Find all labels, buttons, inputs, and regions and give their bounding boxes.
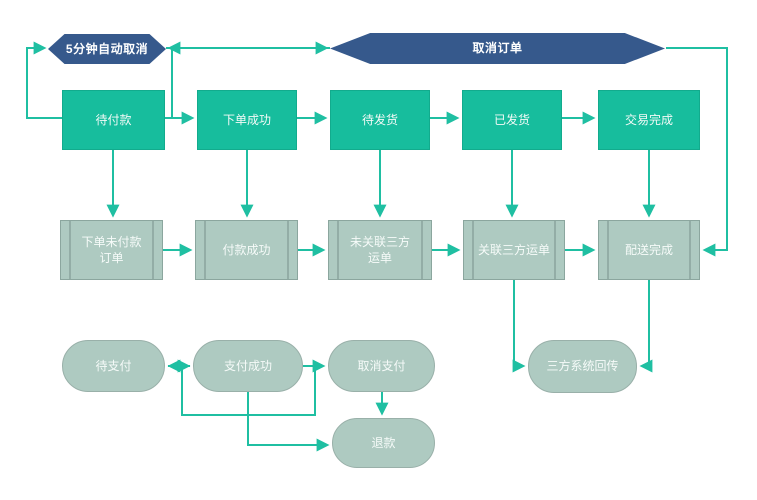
node-waybill-unlinked: 未关联三方运单 — [328, 220, 432, 280]
connector-linked-to-callback — [512, 280, 526, 373]
node-shipped-label: 已发货 — [493, 112, 530, 127]
node-cancel-order: 取消订单 — [330, 33, 665, 64]
node-trade-complete: 交易完成 — [598, 90, 700, 150]
connector-deliverycomplete-to-callback — [639, 280, 653, 373]
node-unpaid-order-label: 下单未付款订单 — [81, 234, 142, 265]
node-order-success: 下单成功 — [197, 90, 297, 150]
node-refund: 退款 — [332, 418, 435, 468]
node-pending-ship: 待发货 — [330, 90, 430, 150]
node-pay-pending-label: 待支付 — [95, 358, 132, 373]
node-auto-cancel-label: 5分钟自动取消 — [65, 41, 149, 56]
node-payment-done-label: 付款成功 — [222, 242, 271, 257]
connector-pendingpayment-to-autocancel — [26, 41, 62, 119]
node-pay-success-label: 支付成功 — [223, 358, 272, 373]
node-pay-success: 支付成功 — [193, 340, 303, 392]
node-trade-complete-label: 交易完成 — [624, 112, 673, 127]
node-third-party-callback: 三方系统回传 — [528, 340, 637, 393]
node-waybill-linked-label: 关联三方运单 — [477, 242, 550, 257]
node-third-party-callback-label: 三方系统回传 — [546, 359, 619, 374]
node-shipped: 已发货 — [462, 90, 562, 150]
node-waybill-unlinked-label: 未关联三方运单 — [349, 234, 410, 265]
node-pay-pending: 待支付 — [62, 340, 165, 392]
node-delivery-complete: 配送完成 — [598, 220, 700, 280]
node-order-success-label: 下单成功 — [222, 112, 271, 127]
node-pending-ship-label: 待发货 — [361, 112, 398, 127]
node-cancel-order-label: 取消订单 — [472, 41, 523, 56]
node-pay-cancel-label: 取消支付 — [357, 358, 406, 373]
node-pending-payment: 待付款 — [62, 90, 165, 150]
node-refund-label: 退款 — [371, 435, 396, 450]
node-pay-cancel: 取消支付 — [328, 340, 435, 392]
node-payment-done: 付款成功 — [195, 220, 298, 280]
node-auto-cancel: 5分钟自动取消 — [48, 34, 166, 64]
node-pending-payment-label: 待付款 — [95, 112, 132, 127]
node-waybill-linked: 关联三方运单 — [463, 220, 565, 280]
node-delivery-complete-label: 配送完成 — [624, 242, 673, 257]
node-unpaid-order: 下单未付款订单 — [60, 220, 163, 280]
connector-paysuccess-to-refund — [247, 392, 330, 452]
